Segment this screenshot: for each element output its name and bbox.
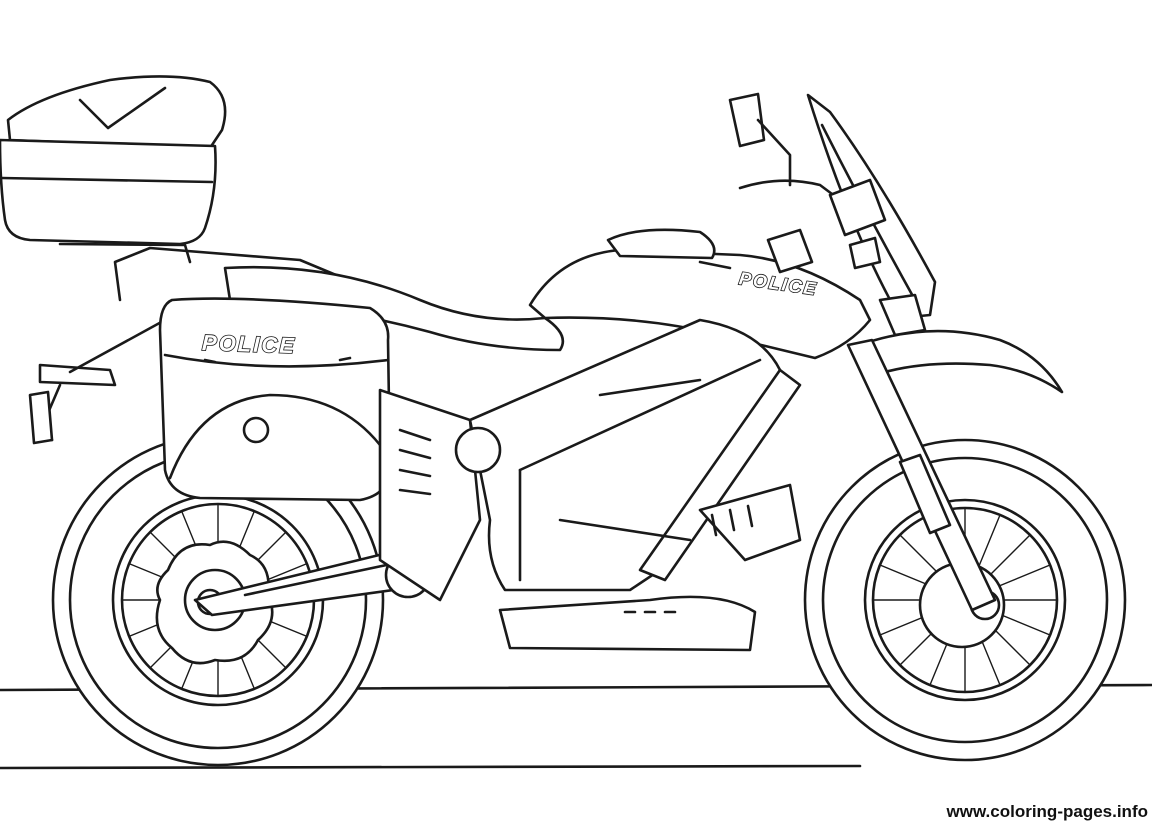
license-plate-bracket [28,390,54,445]
side-case: POLICE [158,297,392,502]
mirror [728,92,792,187]
fuel-tank: POLICE [528,228,872,360]
front-wheel [803,438,1127,762]
front-fender [858,329,1064,394]
side-case-police-label: POLICE [202,330,297,358]
headlight [878,293,927,337]
main-frame [454,318,802,592]
handlebar [738,178,887,274]
belly-pan [498,483,802,652]
top-case [0,75,227,264]
engine [378,388,482,602]
front-fork [846,338,997,612]
watermark: www.coloring-pages.info [946,802,1149,821]
